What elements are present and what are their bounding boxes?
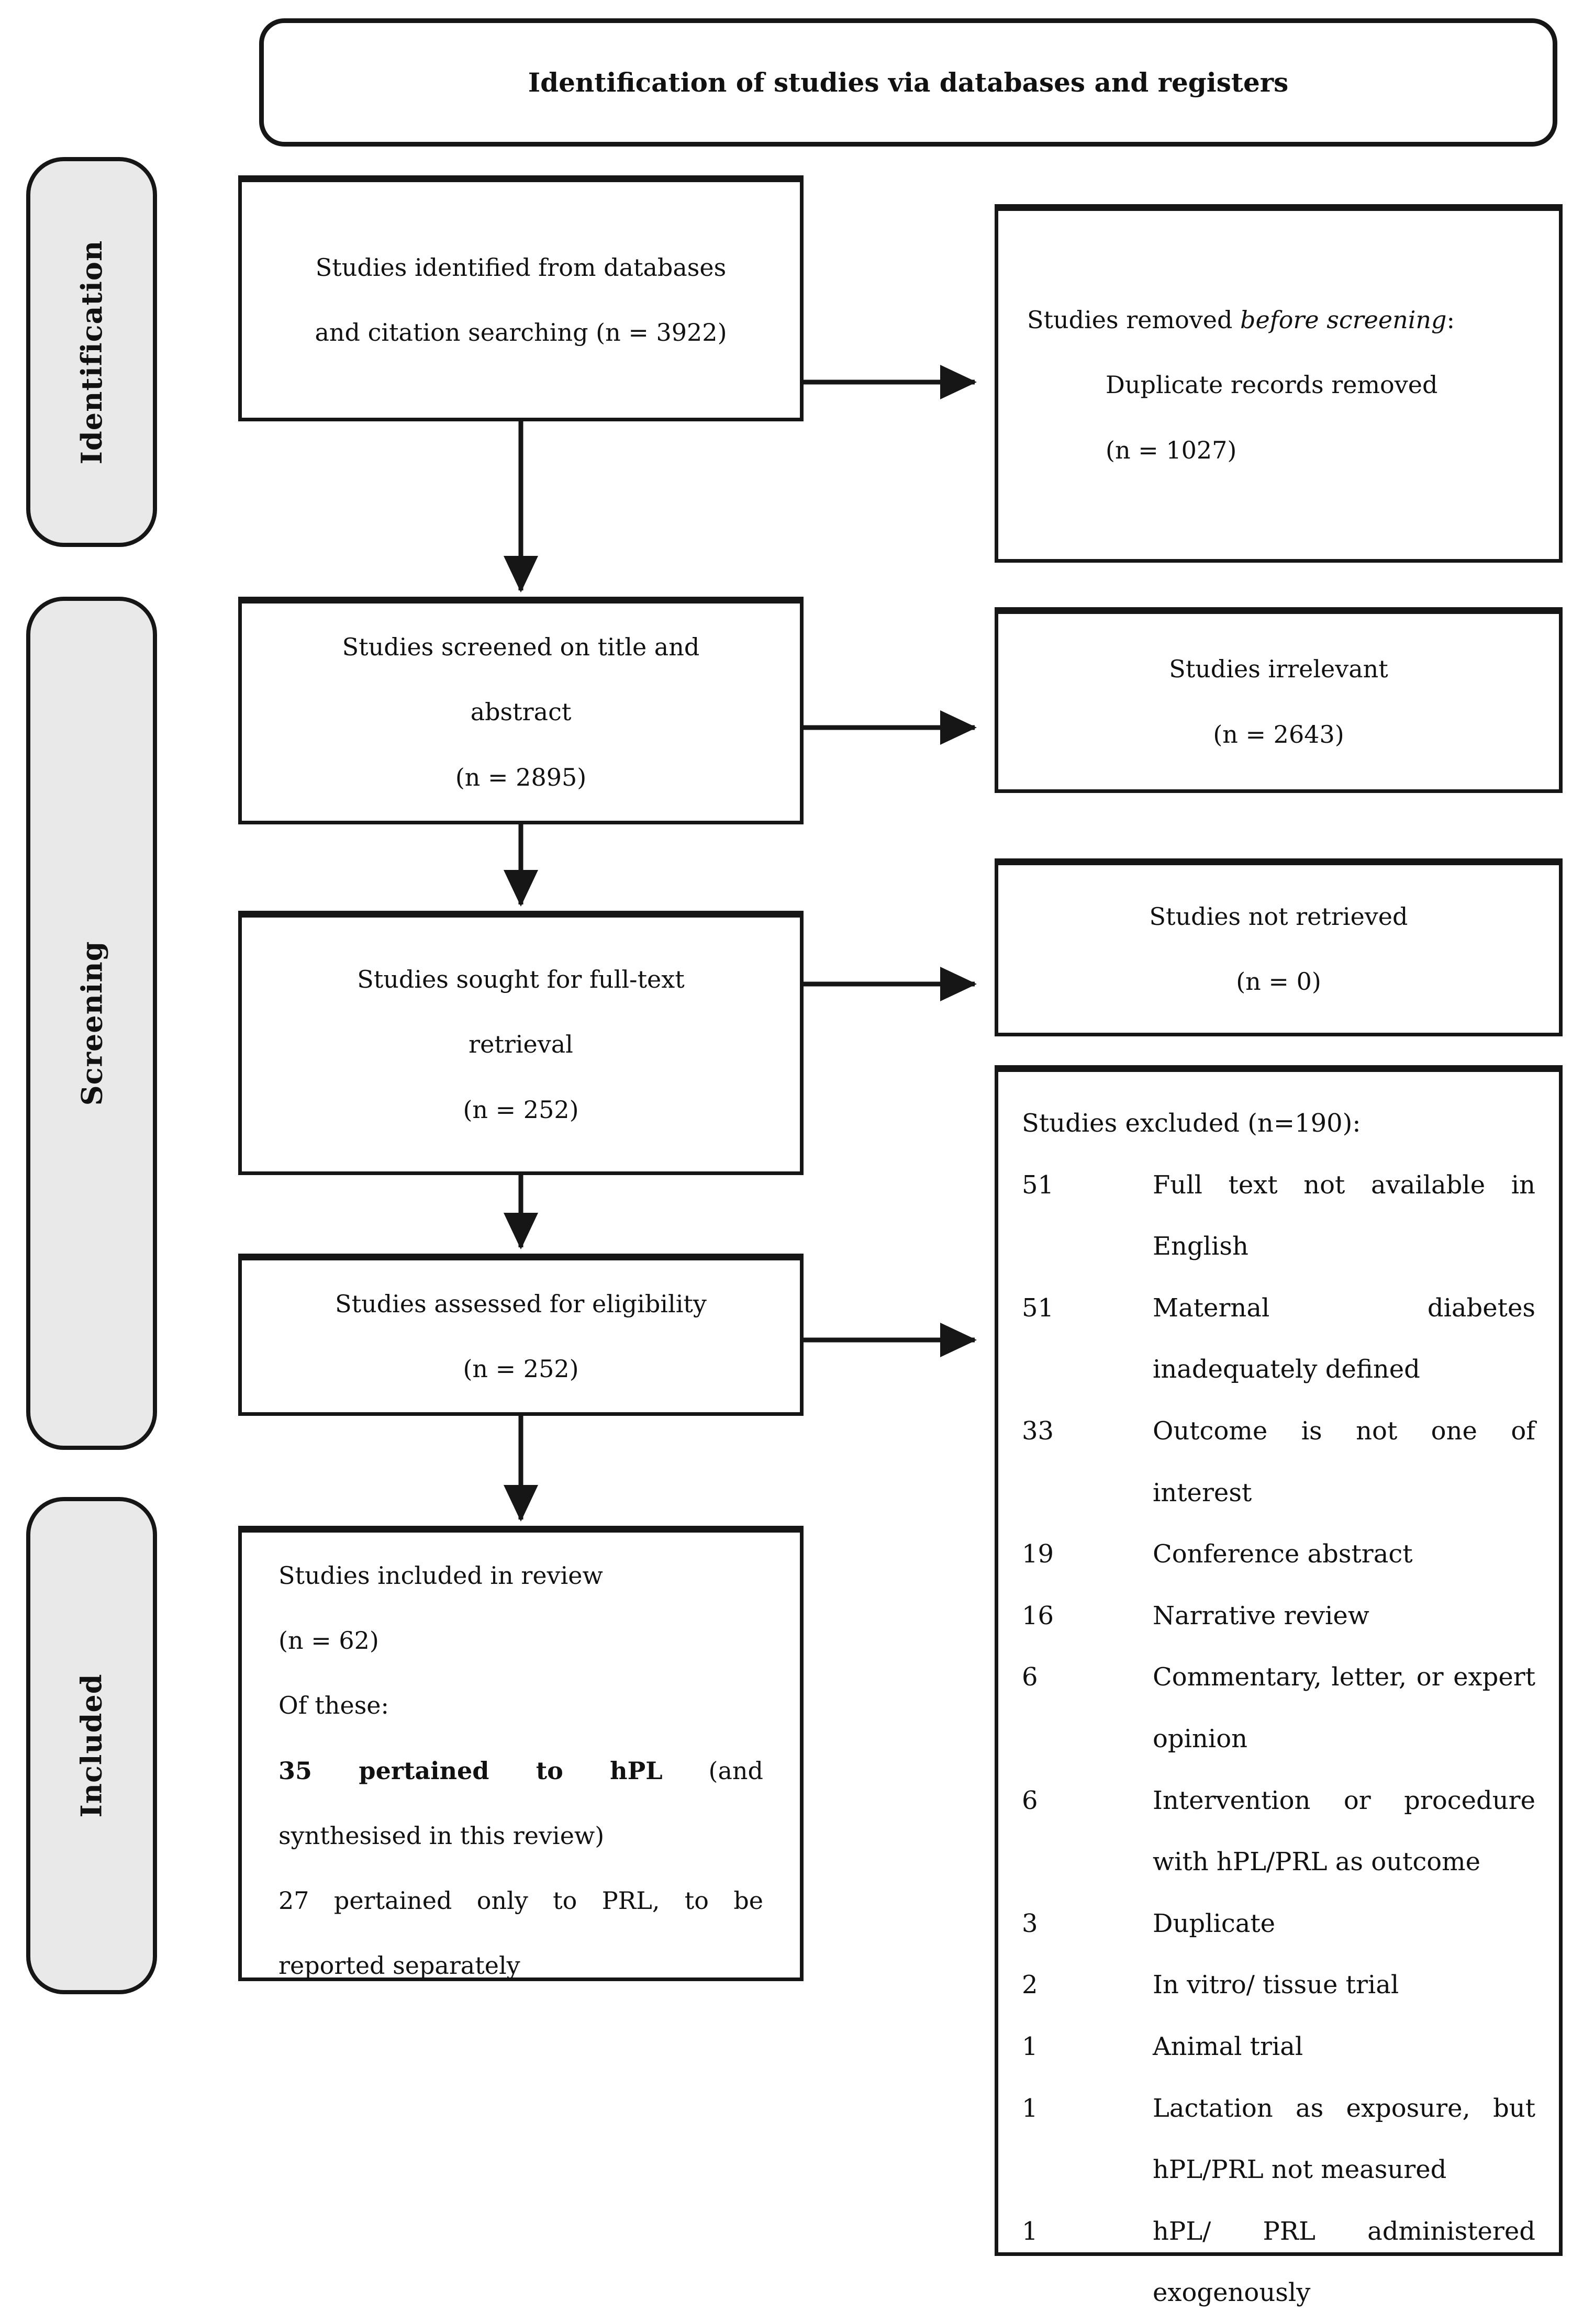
excluded-item-count: 6 <box>1022 1785 1038 1815</box>
box-studies-not-retrieved: Studies not retrieved (n = 0) <box>995 858 1563 1036</box>
box-studies-irrelevant-line2: (n = 2643) <box>1213 720 1344 748</box>
box-studies-removed-line3: (n = 1027) <box>1106 435 1237 464</box>
excluded-item-count: 51 <box>1022 1170 1054 1200</box>
excluded-item-count: 16 <box>1022 1601 1054 1630</box>
excluded-item-reason: Commentary, letter, or expert opinion <box>1153 1662 1535 1753</box>
box-studies-screened-line2: abstract <box>470 698 572 727</box>
box-studies-excluded: Studies excluded (n=190): 51 Full text n… <box>995 1065 1563 2307</box>
removed-line1-post: : <box>1446 306 1455 334</box>
excluded-item: 2 In vitro/ tissue trial <box>1022 1954 1535 2016</box>
box-studies-included: Studies included in review (n = 62) Of t… <box>238 1526 804 1981</box>
diagram-title-box: Identification of studies via databases … <box>259 18 1557 147</box>
excluded-item: 1 Lactation as exposure, but hPL/PRL not… <box>1022 2078 1535 2201</box>
box-studies-removed: Studies removed before screening: Duplic… <box>995 204 1563 563</box>
excluded-item-count: 3 <box>1022 1908 1038 1938</box>
excluded-item-count: 19 <box>1022 1539 1054 1569</box>
box-studies-removed-line2: Duplicate records removed <box>1106 371 1438 399</box>
excluded-item-reason: Conference abstract <box>1153 1539 1413 1569</box>
stage-label-identification: Identification <box>75 240 109 464</box>
box-studies-included-line7: reported separately <box>278 1951 520 1980</box>
removed-line1-pre: Studies removed <box>1027 306 1241 334</box>
excluded-item: 1 hPL/ PRL administered exogenously <box>1022 2201 1535 2324</box>
excluded-item: 51 Full text not available in English <box>1022 1155 1535 1278</box>
included-hpl-count: 35 pertained to hPL <box>278 1756 663 1785</box>
box-studies-sought-line2: retrieval <box>469 1030 573 1059</box>
excluded-item-reason: Duplicate <box>1153 1908 1276 1938</box>
stage-label-included: Included <box>75 1673 109 1818</box>
box-studies-included-line4: 35 pertained to hPL (and <box>278 1738 763 1803</box>
stage-lane-screening: Screening <box>26 597 157 1450</box>
box-studies-assessed-line1: Studies assessed for eligibility <box>335 1289 707 1318</box>
excluded-item-reason: Narrative review <box>1153 1601 1369 1630</box>
box-studies-assessed: Studies assessed for eligibility (n = 25… <box>238 1254 804 1416</box>
box-studies-sought: Studies sought for full-text retrieval (… <box>238 911 804 1175</box>
excluded-item: 19 Conference abstract <box>1022 1524 1535 1585</box>
excluded-item: 6 Intervention or procedure with hPL/PRL… <box>1022 1770 1535 1893</box>
excluded-item: 51 Maternal diabetes inadequately define… <box>1022 1278 1535 1401</box>
box-studies-identified-line1: Studies identified from databases <box>315 253 727 282</box>
box-studies-included-line1: Studies included in review <box>278 1561 603 1590</box>
box-studies-assessed-line2: (n = 252) <box>463 1355 579 1383</box>
box-studies-sought-line1: Studies sought for full-text <box>357 965 685 994</box>
excluded-item: 33 Outcome is not one of interest <box>1022 1401 1535 1524</box>
box-studies-sought-line3: (n = 252) <box>463 1095 579 1124</box>
diagram-title: Identification of studies via databases … <box>528 67 1289 98</box>
box-studies-removed-line1: Studies removed before screening: <box>1027 287 1530 352</box>
box-studies-not-retrieved-line2: (n = 0) <box>1236 967 1321 996</box>
excluded-item: 1 Animal trial <box>1022 2016 1535 2078</box>
box-studies-screened-line1: Studies screened on title and <box>342 633 700 662</box>
excluded-item-count: 1 <box>1022 2093 1038 2123</box>
box-studies-not-retrieved-line1: Studies not retrieved <box>1149 902 1408 931</box>
box-studies-included-line2: (n = 62) <box>278 1626 379 1655</box>
stage-label-screening: Screening <box>75 941 108 1106</box>
excluded-item-reason: hPL/ PRL administered exogenously <box>1153 2216 1535 2308</box>
excluded-header: Studies excluded (n=190): <box>1022 1109 1361 1138</box>
excluded-item-reason: Outcome is not one of interest <box>1153 1416 1535 1507</box>
box-studies-identified: Studies identified from databases and ci… <box>238 175 804 421</box>
excluded-item: 16 Narrative review <box>1022 1585 1535 1647</box>
excluded-item-count: 6 <box>1022 1662 1038 1692</box>
box-studies-identified-line2: and citation searching (n = 3922) <box>315 318 727 347</box>
box-studies-irrelevant: Studies irrelevant (n = 2643) <box>995 607 1563 793</box>
stage-lane-included: Included <box>26 1497 157 1994</box>
removed-line1-italic: before screening <box>1240 306 1447 334</box>
box-studies-included-line5: synthesised in this review) <box>278 1821 605 1850</box>
excluded-item-count: 1 <box>1022 2031 1038 2061</box>
included-hpl-rest: (and <box>662 1756 763 1785</box>
box-studies-screened-line3: (n = 2895) <box>455 763 587 791</box>
box-studies-screened: Studies screened on title and abstract (… <box>238 597 804 824</box>
box-studies-included-line6: 27 pertained only to PRL, to be <box>278 1886 763 1915</box>
excluded-item-reason: Maternal diabetes inadequately defined <box>1153 1293 1535 1384</box>
excluded-item-reason: Lactation as exposure, but hPL/PRL not m… <box>1153 2093 1535 2185</box>
excluded-item: 3 Duplicate <box>1022 1893 1535 1955</box>
excluded-item-reason: In vitro/ tissue trial <box>1153 1970 1399 2000</box>
box-studies-included-line3: Of these: <box>278 1691 389 1720</box>
excluded-item-count: 51 <box>1022 1293 1054 1323</box>
excluded-item-reason: Animal trial <box>1153 2031 1303 2061</box>
excluded-item-reason: Intervention or procedure with hPL/PRL a… <box>1153 1785 1535 1877</box>
excluded-item-count: 2 <box>1022 1970 1038 2000</box>
excluded-item: 6 Commentary, letter, or expert opinion <box>1022 1647 1535 1770</box>
excluded-item-count: 33 <box>1022 1416 1054 1446</box>
box-studies-irrelevant-line1: Studies irrelevant <box>1169 655 1388 684</box>
excluded-item-count: 1 <box>1022 2216 1038 2246</box>
stage-lane-identification: Identification <box>26 157 157 547</box>
excluded-item-reason: Full text not available in English <box>1153 1170 1535 1261</box>
